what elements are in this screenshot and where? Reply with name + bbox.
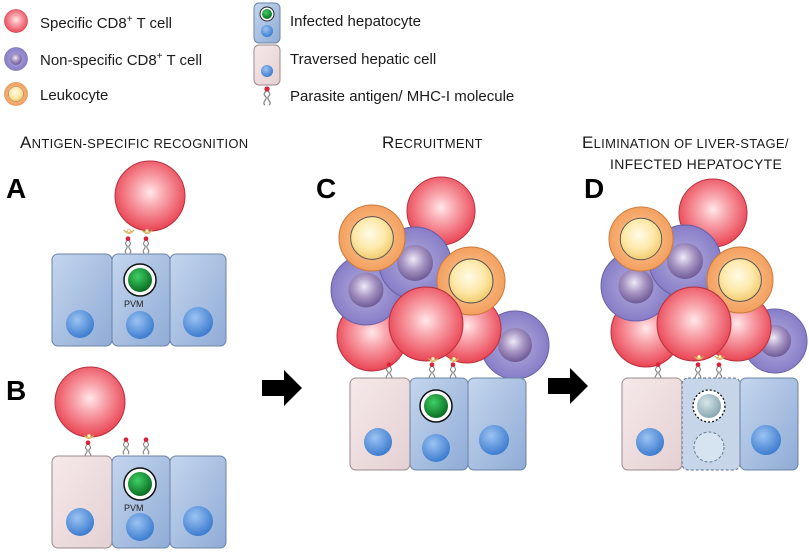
legend-antigen-label: Parasite antigen/ MHC-I molecule bbox=[290, 88, 514, 105]
legend-nonspecific-suffix: T cell bbox=[163, 52, 202, 69]
title-recruitment: RECRUITMENT bbox=[382, 133, 483, 152]
fading-nucleus bbox=[693, 431, 725, 463]
nucleus bbox=[422, 434, 450, 462]
legend-item-traversed-cell: Traversed hepatic cell bbox=[253, 44, 436, 86]
tcr-receptor bbox=[123, 228, 135, 235]
nucleus bbox=[364, 428, 392, 456]
panel-d bbox=[600, 178, 808, 471]
specific-t-cell bbox=[54, 366, 126, 438]
leukocyte bbox=[608, 206, 674, 272]
panel-label-d: D bbox=[584, 173, 604, 204]
legend-specific-sup: + bbox=[127, 14, 133, 25]
antigen-mhc bbox=[142, 436, 150, 455]
hepatocyte bbox=[739, 377, 799, 471]
legend-item-leukocyte: Leukocyte bbox=[4, 82, 108, 106]
liver-stage-parasite bbox=[424, 394, 448, 418]
legend-item-infected-hepatocyte: Infected hepatocyte bbox=[253, 2, 421, 44]
leukocyte bbox=[338, 204, 406, 272]
svg-text:Specific CD8+ T cell: Specific CD8+ T cell bbox=[40, 14, 172, 32]
nucleus bbox=[66, 310, 94, 338]
legend-nonspecific-prefix: Non-specific CD8 bbox=[40, 52, 157, 69]
nonspecific-t-cell-icon bbox=[4, 47, 28, 71]
antigen-mhc bbox=[715, 361, 723, 380]
antigen-mhc bbox=[428, 361, 436, 380]
antigen-mhc bbox=[84, 439, 92, 458]
nucleus bbox=[126, 513, 154, 541]
legend-traversed-label: Traversed hepatic cell bbox=[290, 51, 436, 68]
nucleus bbox=[636, 428, 664, 456]
legend-specific-suffix: T cell bbox=[133, 15, 172, 32]
antigen-mhc bbox=[122, 436, 130, 455]
traversed-cell bbox=[621, 377, 683, 471]
specific-t-cell bbox=[388, 286, 464, 362]
title-elimination-line2: INFECTED HEPATOCYTE bbox=[610, 156, 782, 172]
nucleus bbox=[126, 311, 154, 339]
pvm-label: PVM bbox=[124, 503, 144, 513]
leukocyte-icon bbox=[4, 82, 28, 106]
nucleus bbox=[66, 508, 94, 536]
specific-t-cell bbox=[114, 160, 186, 232]
infected-hepatocyte-icon bbox=[253, 2, 281, 44]
arrow-right-icon bbox=[548, 368, 588, 404]
legend-item-antigen: Parasite antigen/ MHC-I molecule bbox=[263, 85, 514, 106]
antigen-mhc bbox=[142, 235, 150, 254]
nucleus bbox=[183, 307, 213, 337]
title-recognition: ANTIGEN-SPECIFIC RECOGNITION bbox=[20, 133, 248, 152]
svg-text:Non-specific CD8+ T cell: Non-specific CD8+ T cell bbox=[40, 51, 202, 69]
liver-stage-parasite bbox=[128, 268, 152, 292]
liver-stage-parasite bbox=[128, 472, 152, 496]
traversed-cell-icon bbox=[253, 44, 281, 86]
legend: Specific CD8+ T cell Non-specific CD8+ T… bbox=[4, 2, 514, 106]
nucleus bbox=[183, 506, 213, 536]
antigen-mhc bbox=[449, 361, 457, 380]
dying-parasite bbox=[697, 394, 721, 418]
specific-t-cell bbox=[656, 286, 732, 362]
pvm-label: PVM bbox=[124, 299, 144, 309]
specific-t-cell-icon bbox=[4, 9, 28, 33]
panel-c bbox=[330, 176, 550, 471]
hepatocyte bbox=[467, 377, 527, 471]
nucleus bbox=[751, 425, 781, 455]
antigen-mhc bbox=[124, 235, 132, 254]
arrow-right-icon bbox=[262, 370, 302, 406]
antigen-mhc bbox=[385, 361, 393, 380]
legend-specific-prefix: Specific CD8 bbox=[40, 15, 127, 32]
panel-label-b: B bbox=[6, 375, 26, 406]
title-elimination-line1: ELIMINATION OF LIVER-STAGE/ bbox=[582, 133, 789, 152]
legend-item-specific-t-cell: Specific CD8+ T cell bbox=[4, 9, 172, 33]
antigen-mhc-icon bbox=[263, 85, 271, 106]
panel-a: PVM bbox=[51, 160, 227, 347]
panel-label-c: C bbox=[316, 173, 336, 204]
legend-nonspecific-sup: + bbox=[157, 51, 163, 62]
traversed-cell bbox=[349, 377, 411, 471]
legend-leukocyte-label: Leukocyte bbox=[40, 87, 108, 104]
nucleus bbox=[479, 425, 509, 455]
panel-b: PVM bbox=[51, 366, 227, 549]
legend-item-nonspecific-t-cell: Non-specific CD8+ T cell bbox=[4, 47, 202, 71]
antigen-mhc bbox=[654, 361, 662, 380]
panel-label-a: A bbox=[6, 173, 26, 204]
antigen-mhc bbox=[694, 361, 702, 380]
legend-infected-label: Infected hepatocyte bbox=[290, 13, 421, 30]
